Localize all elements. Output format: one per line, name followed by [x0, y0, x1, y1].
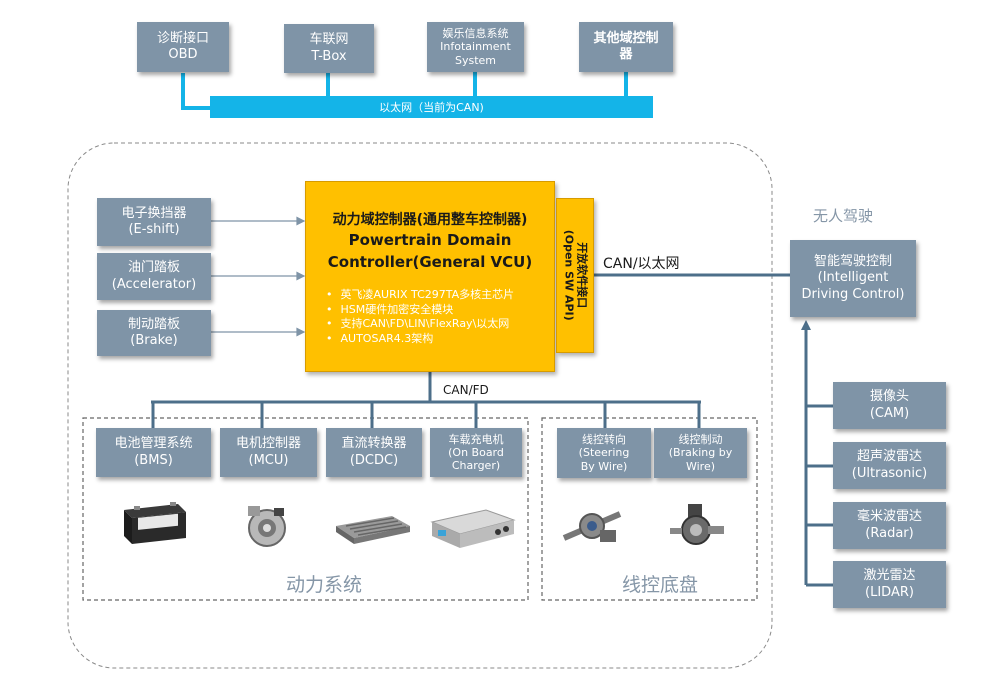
vcu-title-en-1: Powertrain Domain	[348, 231, 512, 249]
obc-box: 车载充电机 (On Board Charger)	[430, 428, 522, 477]
infotainment-box: 娱乐信息系统 Infotainment System	[427, 22, 524, 72]
infotainment-label-en1: Infotainment	[440, 40, 511, 54]
dcdc-box: 直流转换器 (DCDC)	[326, 428, 422, 477]
lidar-label-cn: 激光雷达	[863, 568, 916, 584]
chassis-group-frame	[541, 417, 758, 601]
vcu-feature-list: 英飞凌AURIX TC297TA多核主芯片 HSM硬件加密安全模块 支持CAN\…	[326, 288, 515, 347]
powertrain-domain-controller: 动力域控制器(通用整车控制器) Powertrain Domain Contro…	[305, 181, 555, 372]
bms-box: 电池管理系统 (BMS)	[96, 428, 211, 477]
ultrasonic-label-en: (Ultrasonic)	[851, 465, 928, 481]
eshift-box: 电子换挡器 (E-shift)	[97, 198, 211, 246]
other-domain-label-1: 其他域控制	[593, 30, 659, 46]
open-sw-api-label-en: (Open SW API)	[562, 230, 575, 321]
radar-label-en: (Radar)	[865, 525, 914, 541]
mcu-box: 电机控制器 (MCU)	[220, 428, 317, 477]
steer-by-wire-label-en1: (Steering	[578, 446, 630, 460]
intelligent-driving-box: 智能驾驶控制 (Intelligent Driving Control)	[790, 240, 916, 317]
brake-box: 制动踏板 (Brake)	[97, 310, 211, 356]
camera-label-cn: 摄像头	[869, 389, 909, 405]
tbox-label-en: T-Box	[311, 48, 347, 64]
can-fd-label: CAN/FD	[443, 383, 489, 397]
obd-box: 诊断接口 OBD	[137, 22, 229, 72]
powertrain-section-label: 动力系统	[286, 574, 363, 596]
brake-by-wire-image	[670, 504, 724, 545]
lidar-box: 激光雷达 (LIDAR)	[833, 561, 946, 608]
vcu-feature-item: AUTOSAR4.3架构	[326, 332, 514, 347]
vcu-feature-item: 英飞凌AURIX TC297TA多核主芯片	[326, 288, 515, 303]
vcu-title-en-2: Controller(General VCU)	[327, 253, 533, 271]
radar-box: 毫米波雷达 (Radar)	[833, 502, 946, 549]
dcdc-label-cn: 直流转换器	[341, 436, 407, 452]
open-sw-api-box: 开放软件接口 (Open SW API)	[556, 198, 594, 353]
radar-label-cn: 毫米波雷达	[856, 509, 922, 525]
accelerator-box: 油门踏板 (Accelerator)	[97, 253, 211, 300]
ethernet-bus-label: 以太网（当前为CAN)	[379, 101, 484, 114]
infotainment-label-en2: System	[454, 53, 497, 67]
steer-by-wire-label-en2: By Wire)	[580, 459, 628, 473]
dcdc-label-en: (DCDC)	[349, 452, 399, 468]
obd-label-en: OBD	[168, 47, 198, 62]
eshift-label-en: (E-shift)	[128, 222, 180, 237]
open-sw-api-label-cn: 开放软件接口	[575, 242, 589, 309]
tbox-label-cn: 车联网	[309, 32, 349, 48]
vcu-feature-item: HSM硬件加密安全模块	[326, 303, 514, 318]
ultrasonic-box: 超声波雷达 (Ultrasonic)	[833, 442, 946, 489]
brake-by-wire-box: 线控制动 (Braking by Wire)	[654, 428, 747, 478]
camera-box: 摄像头 (CAM)	[833, 382, 946, 429]
ethernet-bus-bar: 以太网（当前为CAN)	[210, 96, 653, 118]
steering-by-wire-image	[562, 511, 622, 542]
domain-frame	[67, 142, 773, 669]
brake-by-wire-label-en1: (Braking by	[668, 446, 733, 460]
bms-label-cn: 电池管理系统	[114, 436, 193, 452]
lidar-label-en: (LIDAR)	[865, 584, 914, 600]
dcdc-converter-image	[336, 516, 410, 544]
ultrasonic-label-cn: 超声波雷达	[856, 449, 922, 465]
bms-label-en: (BMS)	[134, 452, 173, 468]
steer-by-wire-label-cn: 线控转向	[582, 433, 626, 447]
vcu-title-cn: 动力域控制器(通用整车控制器)	[332, 212, 528, 228]
eshift-label-cn: 电子换挡器	[121, 205, 187, 221]
brake-label-en: (Brake)	[130, 333, 178, 348]
powertrain-group-frame	[82, 417, 529, 601]
onboard-charger-image	[430, 509, 516, 548]
obc-label-en2: Charger)	[451, 459, 501, 473]
chassis-section-label: 线控底盘	[622, 574, 699, 596]
obd-label-cn: 诊断接口	[156, 30, 209, 46]
other-domain-box: 其他域控制 器	[579, 22, 673, 72]
autonomous-section-label: 无人驾驶	[813, 207, 874, 225]
other-domain-label-2: 器	[619, 47, 633, 62]
steer-by-wire-box: 线控转向 (Steering By Wire)	[557, 428, 651, 478]
intelligent-driving-label-cn: 智能驾驶控制	[813, 254, 892, 270]
sensor-arrow-head	[801, 320, 811, 330]
obc-label-cn: 车载充电机	[448, 432, 504, 446]
can-eth-label: CAN/以太网	[603, 256, 680, 272]
tbox-box: 车联网 T-Box	[284, 24, 374, 73]
brake-by-wire-label-cn: 线控制动	[678, 433, 723, 447]
intelligent-driving-label-en2: Driving Control)	[801, 286, 905, 302]
intelligent-driving-label-en1: (Intelligent	[817, 270, 889, 286]
vcu-feature-item: 支持CAN\FD\LIN\FlexRay\以太网	[326, 317, 514, 332]
accelerator-label-en: (Accelerator)	[111, 276, 197, 292]
obd-link	[181, 73, 212, 110]
accelerator-label-cn: 油门踏板	[127, 260, 180, 276]
mcu-label-cn: 电机控制器	[235, 436, 301, 452]
infotainment-label-cn: 娱乐信息系统	[442, 27, 509, 41]
mcu-label-en: (MCU)	[248, 452, 289, 468]
motor-controller-image	[248, 506, 286, 547]
camera-label-en: (CAM)	[869, 405, 910, 421]
brake-label-cn: 制动踏板	[127, 316, 180, 332]
open-sw-api-label: 开放软件接口 (Open SW API)	[562, 230, 588, 321]
brake-by-wire-label-en2: Wire)	[685, 459, 716, 473]
obc-label-en1: (On Board	[448, 445, 504, 459]
battery-image	[124, 502, 186, 544]
